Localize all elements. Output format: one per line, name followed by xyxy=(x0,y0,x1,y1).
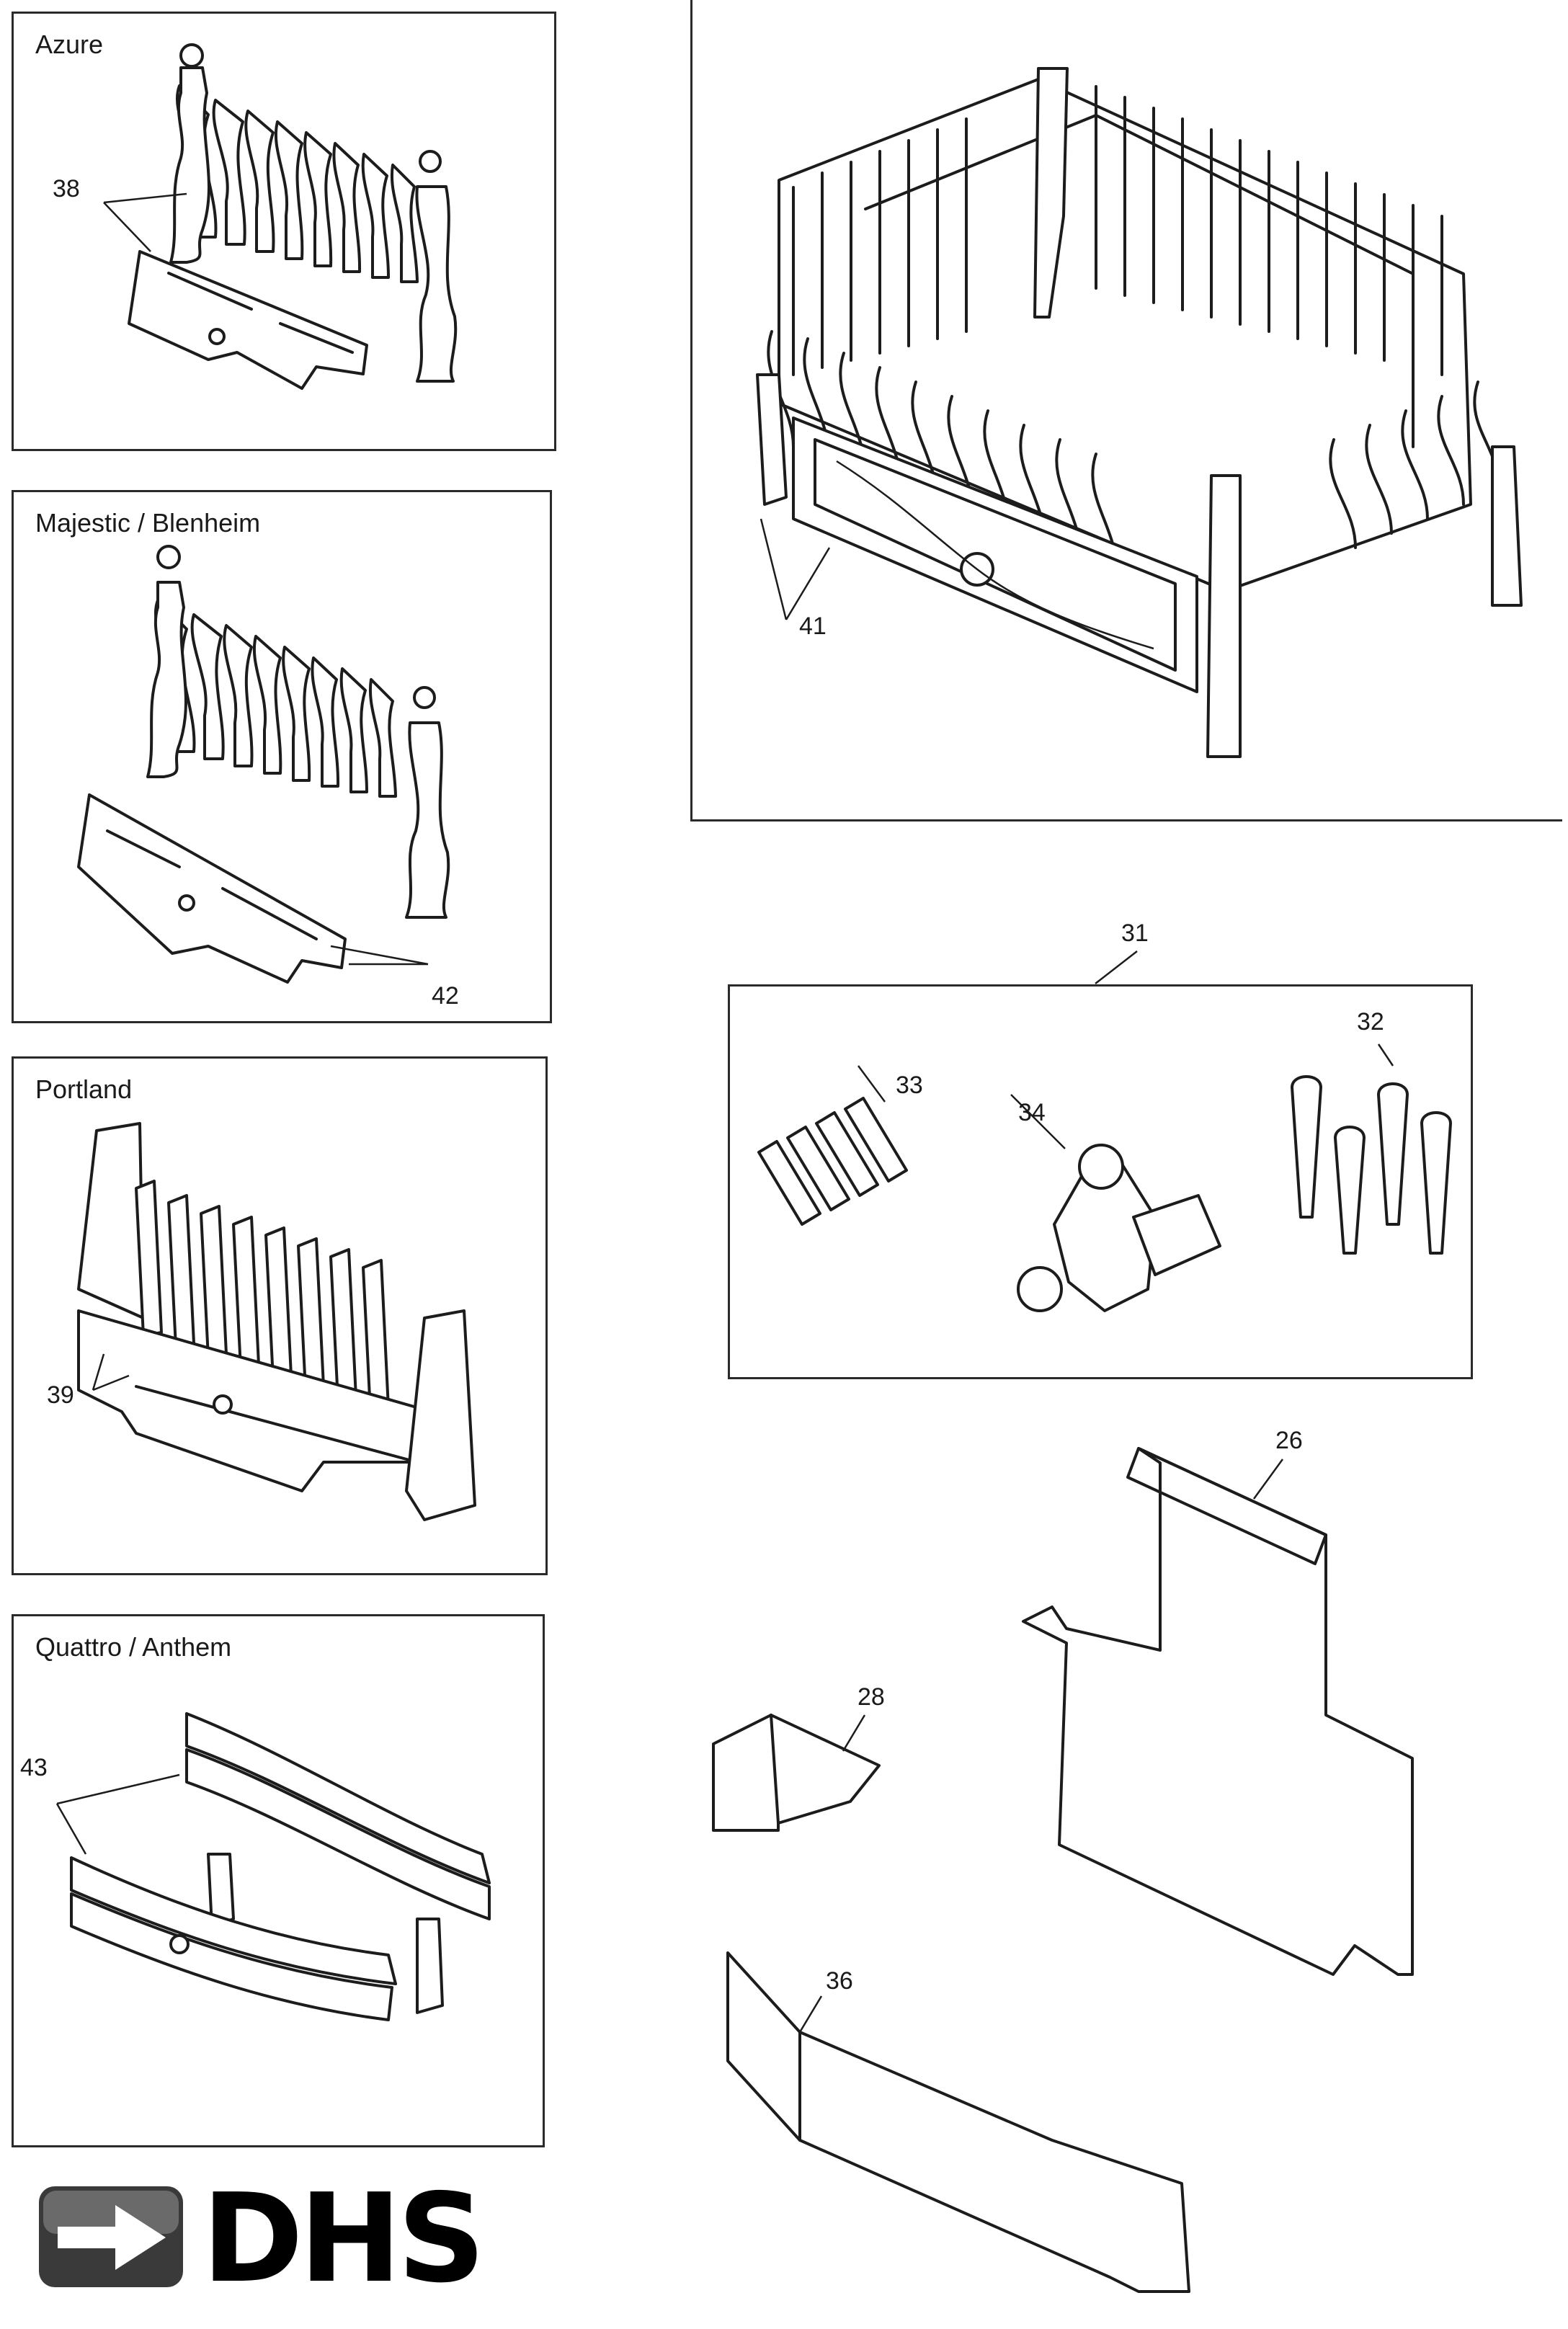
panel-portland: Portland 39 xyxy=(12,1056,548,1575)
majestic-fret-illustration xyxy=(77,545,450,984)
right-finial xyxy=(419,150,442,173)
right-leg xyxy=(415,185,458,383)
panel-title: Azure xyxy=(35,30,104,59)
portland-fret-illustration xyxy=(77,1122,476,1521)
azure-fret-illustration xyxy=(103,43,458,390)
fixing-kit-illustration xyxy=(757,1043,1452,1312)
part-callout-33: 33 xyxy=(896,1072,923,1099)
small-bracket-28 xyxy=(712,1714,881,1832)
rear-bar-top xyxy=(185,1712,491,1884)
panel-title: Portland xyxy=(35,1074,133,1104)
panel-fixing-kit: 33 34 32 xyxy=(728,984,1473,1379)
panel-main-basket: 41 xyxy=(690,0,1562,821)
deflector-36 xyxy=(726,1951,1190,2293)
right-leg xyxy=(405,721,450,919)
front-bar-top xyxy=(70,1856,397,1985)
wood-screws-32 xyxy=(1291,1075,1452,1255)
left-finial xyxy=(156,545,181,569)
part-callout-34: 34 xyxy=(1018,1099,1046,1126)
left-leg xyxy=(169,66,210,264)
front-bar-bottom xyxy=(70,1892,393,2021)
centre-post xyxy=(1033,67,1069,319)
part-callout-42: 42 xyxy=(432,982,459,1010)
part-callout-32: 32 xyxy=(1357,1008,1384,1036)
dhs-logo: DHS xyxy=(36,2168,526,2310)
quattro-fret-illustration xyxy=(55,1712,491,2021)
part-callout-39: 39 xyxy=(47,1381,74,1409)
left-leg xyxy=(146,581,187,778)
part-callout-31: 31 xyxy=(1121,919,1149,947)
panel-quattro-anthem: Quattro / Anthem 43 xyxy=(12,1614,545,2147)
rear-leg xyxy=(207,1853,235,1928)
panel-title: Quattro / Anthem xyxy=(35,1632,232,1662)
valve-fitting-34 xyxy=(1017,1144,1221,1312)
right-end xyxy=(405,1309,476,1521)
part-callout-41: 41 xyxy=(799,613,827,640)
spacer-tubes-33 xyxy=(757,1097,908,1226)
fret-bars xyxy=(175,84,419,283)
basket-illustration xyxy=(756,67,1523,758)
rear-bar-bottom xyxy=(185,1748,491,1920)
part-callout-38: 38 xyxy=(53,175,80,202)
part-callout-43: 43 xyxy=(20,1754,48,1781)
front-bar xyxy=(128,250,368,390)
part-callout-26: 26 xyxy=(1275,1427,1303,1454)
right-leg xyxy=(416,1918,444,2014)
right-finial xyxy=(413,686,436,709)
panel-title: Majestic / Blenheim xyxy=(35,508,261,538)
large-plate-26 xyxy=(1022,1447,1414,1976)
fret-pickets xyxy=(135,1180,390,1413)
right-leg xyxy=(1491,445,1523,607)
rear-bars xyxy=(792,85,1443,376)
panel-azure: Azure 38 xyxy=(12,12,556,451)
panel-majestic-blenheim: Majestic / Blenheim 42 xyxy=(12,490,552,1023)
logo-text: DHS xyxy=(202,2168,486,2310)
part-callout-36: 36 xyxy=(826,1967,853,1995)
arrow-right-icon xyxy=(39,2186,183,2287)
front-panel xyxy=(792,417,1198,693)
front-leg xyxy=(1206,474,1242,758)
left-leg xyxy=(756,373,788,506)
left-finial xyxy=(179,43,204,68)
part-callout-28: 28 xyxy=(858,1683,885,1711)
